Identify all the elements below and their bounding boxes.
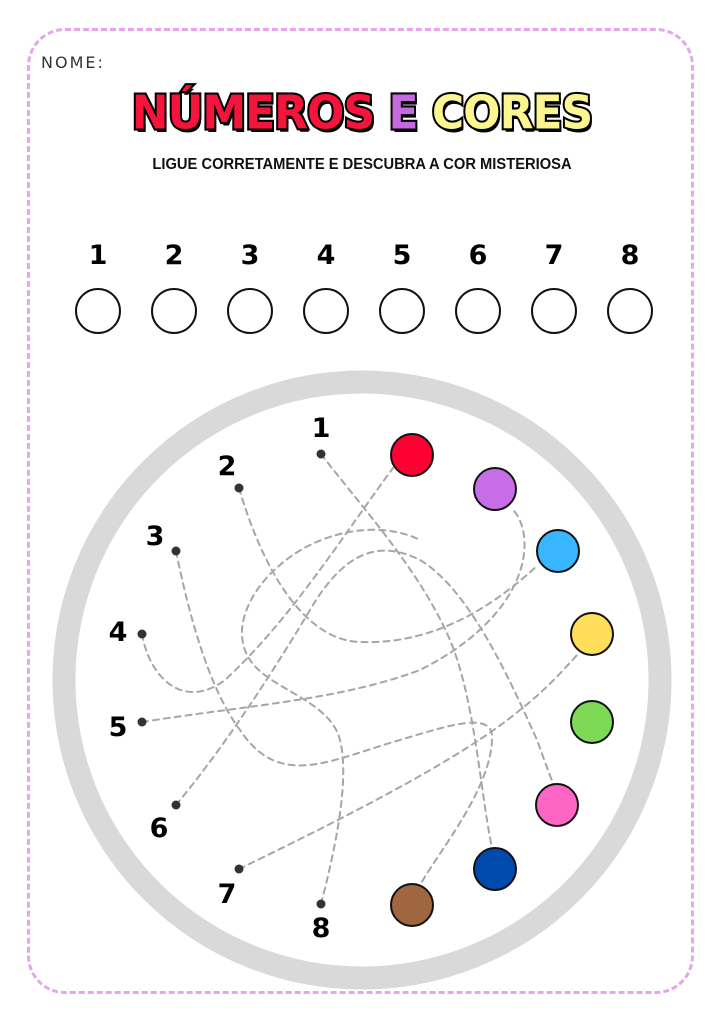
- answer-circle[interactable]: [151, 288, 197, 334]
- page-title: NÚMEROS E CORES: [0, 83, 724, 146]
- start-dot-5[interactable]: [137, 717, 147, 727]
- answer-circle[interactable]: [607, 288, 653, 334]
- title-word-cores: CORES: [430, 85, 595, 143]
- color-dot-pink[interactable]: [535, 783, 579, 827]
- path-2[interactable]: [238, 487, 539, 644]
- title-word-e: E: [386, 85, 420, 143]
- maze-ring: [52, 370, 672, 990]
- answer-number: 5: [392, 240, 412, 271]
- color-dot-dark-blue[interactable]: [473, 847, 517, 891]
- path-1[interactable]: [320, 453, 493, 849]
- answer-number: 6: [468, 240, 488, 271]
- answer-slot-2: 2: [150, 240, 198, 340]
- answer-slot-7: 7: [530, 240, 578, 340]
- maze-number-1: 1: [311, 413, 331, 444]
- path-8[interactable]: [240, 528, 421, 905]
- start-dot-1[interactable]: [316, 449, 326, 459]
- answer-number: 8: [620, 240, 640, 271]
- color-dot-green[interactable]: [570, 700, 614, 744]
- maze-number-3: 3: [145, 521, 165, 552]
- answer-slot-3: 3: [226, 240, 274, 340]
- answer-row: 1 2 3 4 5 6 7 8: [74, 240, 654, 340]
- start-dot-7[interactable]: [234, 864, 244, 874]
- answer-number: 7: [544, 240, 564, 271]
- answer-circle[interactable]: [455, 288, 501, 334]
- answer-circle[interactable]: [303, 288, 349, 334]
- path-5[interactable]: [141, 507, 526, 723]
- instructions: LIGUE CORRETAMENTE E DESCUBRA A COR MIST…: [152, 156, 572, 173]
- start-dot-2[interactable]: [234, 483, 244, 493]
- color-dot-light-blue[interactable]: [536, 529, 580, 573]
- answer-number: 3: [240, 240, 260, 271]
- answer-slot-8: 8: [606, 240, 654, 340]
- title-word-numeros: NÚMEROS: [130, 85, 377, 143]
- answer-slot-1: 1: [74, 240, 122, 340]
- maze-number-8: 8: [311, 913, 331, 944]
- color-dot-brown[interactable]: [390, 883, 434, 927]
- start-dot-6[interactable]: [171, 800, 181, 810]
- maze-number-5: 5: [108, 712, 128, 743]
- color-dot-red[interactable]: [390, 433, 434, 477]
- answer-circle[interactable]: [227, 288, 273, 334]
- answer-slot-6: 6: [454, 240, 502, 340]
- answer-circle[interactable]: [379, 288, 425, 334]
- color-dot-yellow[interactable]: [570, 612, 614, 656]
- path-7[interactable]: [238, 653, 579, 870]
- start-dot-4[interactable]: [137, 629, 147, 639]
- path-6[interactable]: [175, 549, 555, 806]
- path-4[interactable]: [141, 467, 394, 693]
- maze-number-4: 4: [108, 617, 128, 648]
- start-dots: [137, 449, 326, 909]
- start-dot-3[interactable]: [171, 546, 181, 556]
- answer-slot-4: 4: [302, 240, 350, 340]
- color-dot-purple[interactable]: [473, 467, 517, 511]
- answer-number: 4: [316, 240, 336, 271]
- path-3[interactable]: [175, 550, 494, 886]
- answer-number: 2: [164, 240, 184, 271]
- maze-number-6: 6: [149, 813, 169, 844]
- answer-circle[interactable]: [75, 288, 121, 334]
- answer-slot-5: 5: [378, 240, 426, 340]
- page-border: [27, 28, 694, 994]
- maze-number-7: 7: [217, 879, 237, 910]
- answer-circle[interactable]: [531, 288, 577, 334]
- maze-number-2: 2: [217, 451, 237, 482]
- name-field-label: NOME:: [41, 53, 105, 72]
- start-dot-8[interactable]: [316, 899, 326, 909]
- answer-number: 1: [88, 240, 108, 271]
